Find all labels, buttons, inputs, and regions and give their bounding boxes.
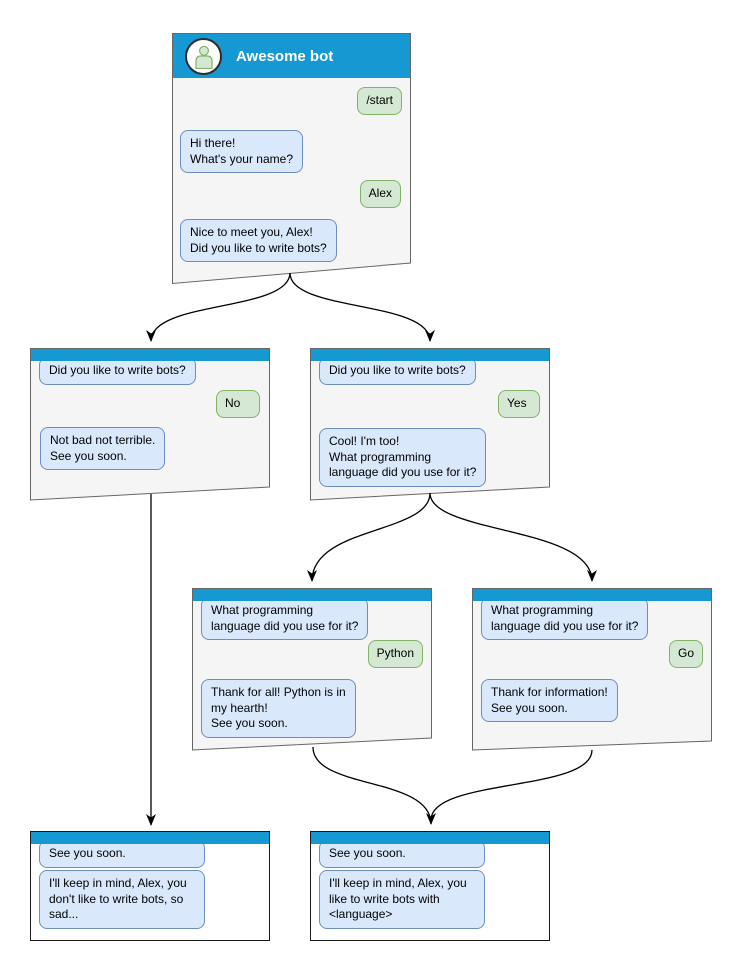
window-titlebar xyxy=(473,589,711,601)
chat-window-yes-branch: Did you like to write bots? Yes Cool! I'… xyxy=(310,348,550,501)
bot-avatar-icon xyxy=(185,37,222,75)
bot-message-see-you-soon: See you soon. xyxy=(39,840,205,868)
connector-python-to-end xyxy=(312,746,436,825)
window-titlebar xyxy=(311,832,549,844)
bot-message-question-repeat: Did you like to write bots? xyxy=(319,357,476,385)
bot-name-title: Awesome bot xyxy=(236,47,334,65)
chat-window-no-branch: Did you like to write bots? No Not bad n… xyxy=(30,348,270,501)
chat-window-end-no: See you soon. I'll keep in mind, Alex, y… xyxy=(30,831,270,941)
bot-message-thanks-python: Thank for all! Python is in my hearth! S… xyxy=(201,679,356,738)
bot-message-question-repeat: Did you like to write bots? xyxy=(39,357,196,385)
connector-go-to-end xyxy=(430,749,593,821)
chat-window-go-branch: What programming language did you use fo… xyxy=(472,588,712,751)
user-message-go: Go xyxy=(668,640,703,668)
window-titlebar xyxy=(193,589,431,601)
window-titlebar xyxy=(311,349,549,361)
user-message-yes: Yes xyxy=(498,390,540,418)
bot-message-not-bad: Not bad not terrible. See you soon. xyxy=(40,427,166,471)
connector-yes-to-python xyxy=(307,492,431,582)
bot-message-language-question: What programming language did you use fo… xyxy=(201,597,369,641)
connector-yes-to-go xyxy=(429,492,597,582)
user-message-no: No xyxy=(216,390,260,418)
user-message-start-command: /start xyxy=(357,87,402,115)
bot-message-keep-in-mind-no: I'll keep in mind, Alex, you don't like … xyxy=(39,870,205,929)
chat-window-end-yes: See you soon. I'll keep in mind, Alex, y… xyxy=(310,831,550,941)
chat-window-start: Awesome bot /start Hi there! What's your… xyxy=(172,33,411,285)
chat-window-python-branch: What programming language did you use fo… xyxy=(192,588,432,751)
bot-message-nice-to-meet: Nice to meet you, Alex! Did you like to … xyxy=(180,219,337,263)
bot-message-see-you-soon: See you soon. xyxy=(319,840,485,868)
user-message-python: Python xyxy=(367,640,423,668)
bot-message-keep-in-mind-yes: I'll keep in mind, Alex, you like to wri… xyxy=(319,870,485,929)
user-message-name: Alex xyxy=(359,180,401,208)
bot-message-thanks-info: Thank for information! See you soon. xyxy=(481,679,618,723)
window-titlebar xyxy=(31,349,269,361)
bot-message-language-question: What programming language did you use fo… xyxy=(481,597,649,641)
bot-message-greeting: Hi there! What's your name? xyxy=(180,130,304,174)
bot-message-cool: Cool! I'm too! What programming language… xyxy=(319,428,487,487)
window-titlebar: Awesome bot xyxy=(173,34,410,78)
window-titlebar xyxy=(31,832,269,844)
